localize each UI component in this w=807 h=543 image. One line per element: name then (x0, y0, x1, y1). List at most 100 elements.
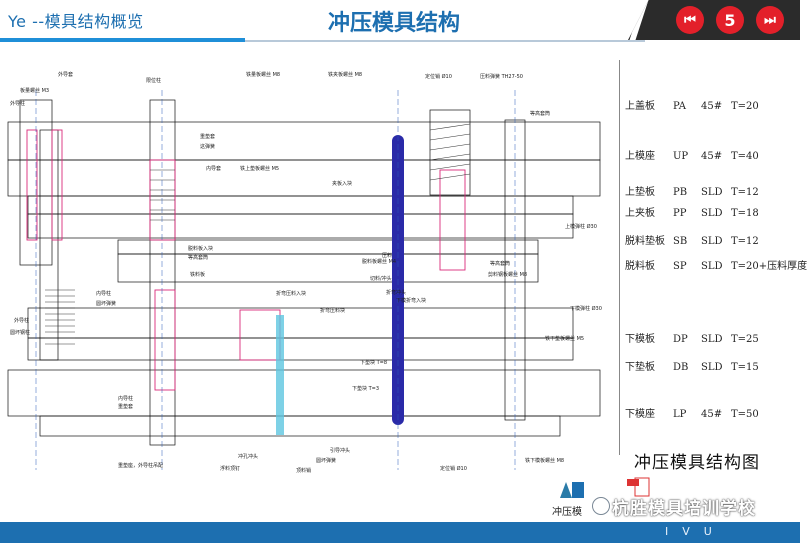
callout-label: 上模弹柱 Ø30 (565, 223, 597, 230)
skip-forward-icon: ⏭ (764, 12, 776, 28)
lower-base (39, 415, 561, 437)
spec-name: 上垫板 (625, 187, 655, 198)
callout-label: 浮料顶钉 (220, 465, 240, 472)
spec-material: SLD (701, 236, 723, 247)
stripper-plate (117, 253, 539, 283)
next-slide-button[interactable]: ⏭ (756, 6, 784, 34)
stripper-backing-plate (117, 239, 539, 255)
spec-name: 脱料板 (625, 261, 655, 272)
footer-brand: IVU (665, 525, 726, 538)
spec-thickness: T=12 (731, 236, 759, 247)
callout-label: 下垫块 T=8 (360, 359, 387, 366)
callout-label: 折弯压料块 (320, 307, 345, 314)
spec-material: SLD (701, 261, 723, 272)
prev-slide-button[interactable]: ⏮ (676, 6, 704, 34)
logo-label: 冲压模 (552, 507, 582, 518)
spec-row: 上夹板 PP SLD T=18 (625, 204, 800, 222)
spec-material: SLD (701, 208, 723, 219)
callout-label: 等高套筒 (530, 110, 550, 117)
upper-backing-plate (27, 195, 574, 215)
callout-label: 重垫座，外导柱吊配 (118, 462, 163, 469)
callout-label: 压料弹簧 TH27-50 (480, 73, 523, 80)
spec-code: PP (673, 208, 687, 219)
callout-label: 内导柱 (96, 290, 111, 297)
callout-label: 夹板入块 (332, 180, 352, 187)
spec-code: PB (673, 187, 688, 198)
callout-label: 下垫块 T=3 (352, 385, 379, 392)
drawing-caption: 冲压模具结构图 (634, 453, 760, 473)
spec-code: DB (673, 362, 689, 373)
brand-logo-icon (560, 482, 584, 498)
spec-row: 上垫板 PB SLD T=12 (625, 183, 800, 201)
spec-code: SP (673, 261, 687, 272)
spec-thickness: T=18 (731, 208, 759, 219)
callout-label: 切料/冲头 (370, 275, 392, 282)
callout-label: 圆坏弹簧 (316, 457, 336, 464)
watermark-text: 杭胜模具培训学校 (612, 499, 756, 519)
spec-thickness: T=15 (731, 362, 759, 373)
spec-thickness: T=12 (731, 187, 759, 198)
spec-name: 上夹板 (625, 208, 655, 219)
pdf-icon (627, 477, 650, 497)
callout-label: 铁下模板螺丝 M8 (525, 457, 564, 464)
lower-die-seat (7, 369, 601, 417)
spec-code: SB (673, 236, 688, 247)
footer-bar (0, 522, 800, 543)
callout-label: 压料 (382, 252, 392, 259)
callout-label: 剪料钢板螺丝 M8 (488, 271, 527, 278)
callout-label: 等高套筒 (490, 260, 510, 267)
spec-code: UP (673, 151, 689, 162)
spec-code: PA (673, 101, 687, 112)
callout-label: 铁料板 (190, 271, 205, 278)
spec-row: 脱料垫板 SB SLD T=12 (625, 232, 800, 250)
upper-die-seat (7, 159, 601, 197)
callout-label: 引导冲头 (330, 447, 350, 454)
header-divider (245, 40, 645, 42)
callout-label: 脱料板入块 (188, 245, 213, 252)
callout-label: 铁夹板螺丝 M8 (328, 71, 362, 78)
spec-row: 下垫板 DB SLD T=15 (625, 358, 800, 376)
spec-name: 上盖板 (625, 101, 655, 112)
callout-label: 外导柱 (10, 100, 25, 107)
callout-label: 外导套 (58, 71, 73, 78)
callout-label: 板量螺丝 M3 (20, 87, 49, 94)
spec-material: SLD (701, 187, 723, 198)
callout-label: 铁量板螺丝 M8 (246, 71, 280, 78)
spec-material: 45# (701, 151, 723, 162)
spec-code: LP (673, 409, 687, 420)
callout-label: 内导套 (206, 165, 221, 172)
callout-label: 冲孔冲头 (238, 453, 258, 460)
upper-cover-plate (7, 121, 601, 161)
header-accent-rule (0, 38, 245, 42)
callout-label: 等高套筒 (188, 254, 208, 261)
spec-name: 下垫板 (625, 362, 655, 373)
callout-label: 重垫套 (118, 403, 133, 410)
spec-name: 上模座 (625, 151, 655, 162)
spec-name: 下模座 (625, 409, 655, 420)
spec-name: 脱料垫板 (625, 236, 665, 247)
spec-divider (619, 60, 620, 455)
callout-label: 脱料板螺丝 M4 (362, 258, 396, 265)
skip-back-icon: ⏮ (684, 12, 696, 28)
spec-material: SLD (701, 362, 723, 373)
callout-label: 下模折弯入块 (396, 297, 426, 304)
callout-label: 圆坏弹簧 (96, 300, 116, 307)
section-title: Ye --模具结构概览 (8, 12, 144, 31)
lower-die-plate (27, 307, 574, 339)
callout-label: 内导柱 (118, 395, 133, 402)
callout-label: 定位销 Ø10 (425, 73, 452, 80)
callout-label: 限位柱 (146, 77, 161, 84)
callout-label: 顶料销 (296, 467, 311, 474)
callout-label: 铁下垫板螺丝 M5 (545, 335, 584, 342)
spec-material: SLD (701, 334, 723, 345)
callout-label: 折弯冲头 (386, 289, 406, 296)
spec-thickness: T=50 (731, 409, 759, 420)
spec-thickness: T=20 (731, 101, 759, 112)
callout-label: 圆坏钢柱 (10, 329, 30, 336)
callout-label: 下模弹柱 Ø30 (570, 305, 602, 312)
callout-label: 定位销 Ø10 (440, 465, 467, 472)
callout-label: 这弹簧 (200, 143, 215, 150)
page-title: 冲压模具结构 (328, 11, 461, 36)
